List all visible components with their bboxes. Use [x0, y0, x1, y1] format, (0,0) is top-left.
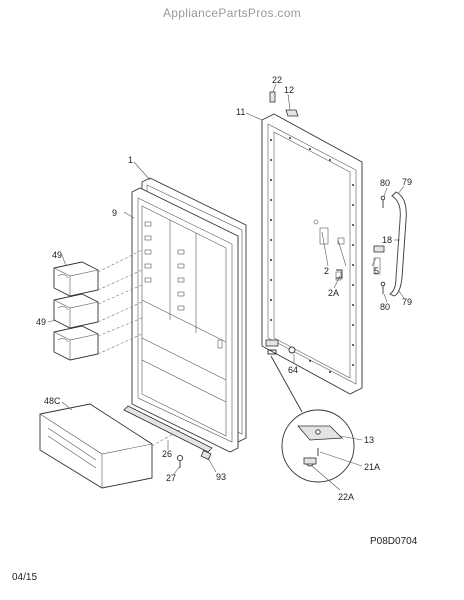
outer-door-panel	[261, 113, 385, 395]
door-bin-middle	[53, 293, 99, 329]
door-bin-lower	[53, 325, 99, 361]
site-watermark: AppliancePartsPros.com	[163, 6, 301, 20]
callout-2a: 2A	[328, 288, 339, 298]
callout-79-upper: 79	[402, 177, 412, 187]
top-plate	[285, 109, 299, 117]
callout-labels: 1 9 49 49 48C 26 27 93 22 12 11 80 79 18…	[36, 75, 412, 502]
callout-26: 26	[162, 449, 172, 459]
handle-screw-upper	[380, 195, 386, 208]
callout-49-upper: 49	[52, 250, 62, 260]
hinge-detail-circle	[270, 355, 355, 483]
callout-93: 93	[216, 472, 226, 482]
bottom-door-bin	[39, 403, 153, 489]
callout-13: 13	[364, 435, 374, 445]
callout-2: 2	[324, 266, 329, 276]
callout-22: 22	[272, 75, 282, 85]
callout-9: 9	[112, 208, 117, 218]
door-liner	[131, 187, 239, 453]
callout-18: 18	[382, 235, 392, 245]
callout-12: 12	[284, 85, 294, 95]
part-64-washer	[288, 346, 296, 354]
panel-rivets	[270, 137, 354, 373]
door-bin-upper	[53, 261, 99, 297]
liner-dimples	[144, 221, 185, 311]
callout-1: 1	[128, 155, 133, 165]
door-handle	[389, 191, 407, 297]
callout-80-lower: 80	[380, 302, 390, 312]
diagram-date: 04/15	[12, 572, 38, 583]
handle-screw-lower	[380, 281, 386, 294]
callout-5: 5	[374, 266, 379, 276]
diagram-code: P08D0704	[370, 536, 418, 547]
callout-21a: 21A	[364, 462, 380, 472]
callout-64: 64	[288, 365, 298, 375]
door-trim-strip	[123, 405, 213, 453]
callout-79-lower: 79	[402, 297, 412, 307]
callout-80-upper: 80	[380, 178, 390, 188]
plug-93	[200, 450, 212, 460]
callout-27: 27	[166, 473, 176, 483]
callout-22a: 22A	[338, 492, 354, 502]
callout-49-lower: 49	[36, 317, 46, 327]
screw-27	[176, 454, 184, 468]
part-2a-clip	[336, 269, 343, 279]
leader-lines	[47, 83, 405, 491]
callout-11: 11	[236, 107, 245, 117]
callout-48c: 48C	[44, 396, 61, 406]
top-hinge-pin	[269, 91, 276, 103]
